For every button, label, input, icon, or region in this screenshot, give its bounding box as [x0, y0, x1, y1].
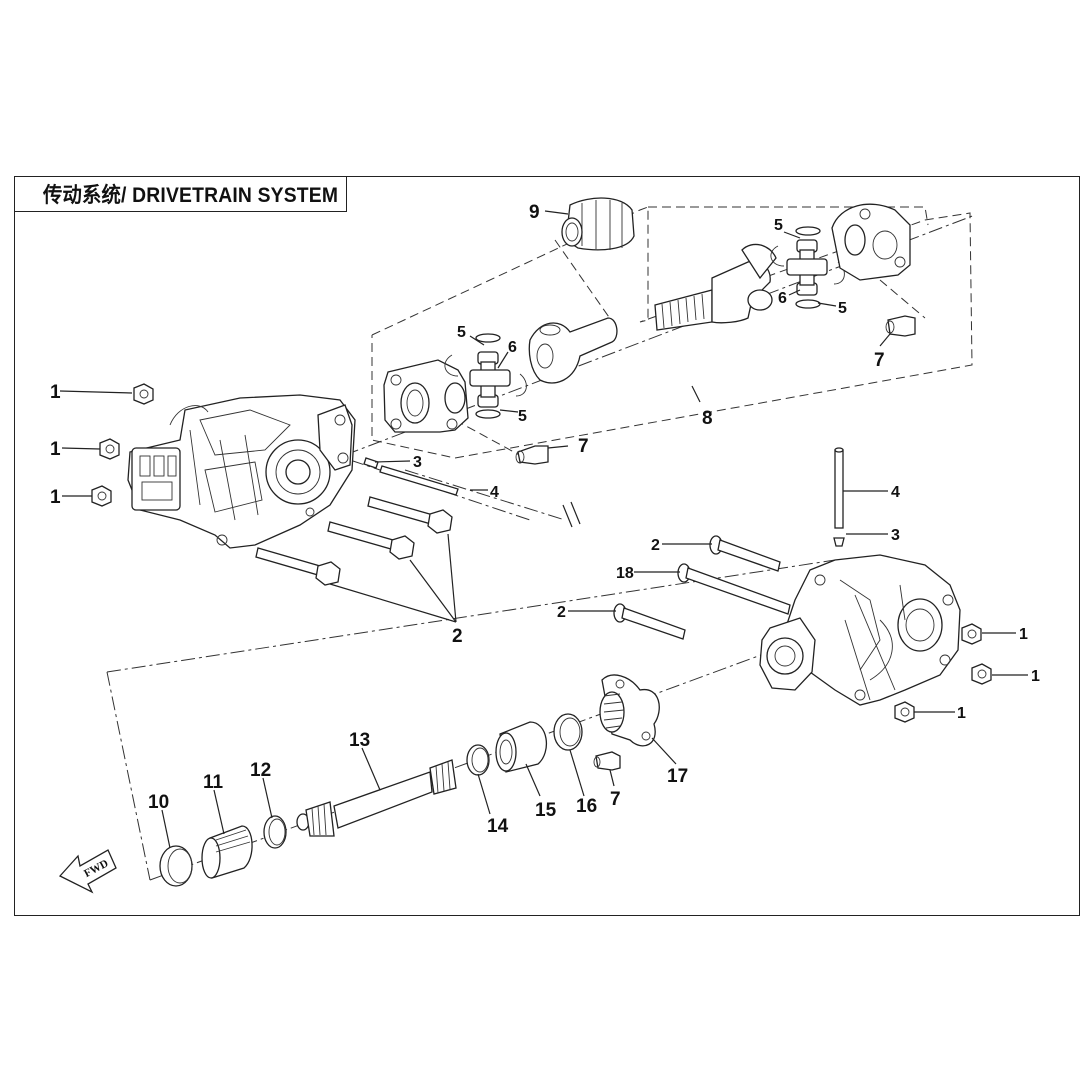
ring-14 [466, 744, 490, 776]
boot-9 [561, 197, 635, 251]
nut-1-low [91, 485, 112, 507]
callout-7-rear: 7 [874, 350, 885, 371]
front-diff-nuts [91, 383, 154, 507]
callout-5-front-low: 5 [518, 408, 527, 425]
front-differential-housing [127, 394, 356, 549]
leader-lines [59, 210, 1028, 849]
fwd-direction-arrow: FWD [58, 849, 117, 894]
title-box: 传动系统/ DRIVETRAIN SYSTEM [14, 176, 347, 212]
rear-diff-nuts [894, 623, 992, 723]
callout-5-rear-top: 5 [774, 217, 783, 234]
propshaft-assembly-envelope [371, 206, 973, 459]
callout-8: 8 [702, 408, 713, 429]
callout-6-front: 6 [508, 339, 517, 356]
callout-2-rear-top: 2 [651, 537, 660, 554]
rear-propshaft [654, 243, 777, 331]
callout-1-rear-low: 1 [957, 705, 966, 722]
flange-bolt-upper [885, 315, 916, 337]
rear-pin-and-clip [833, 447, 845, 547]
callout-11: 11 [203, 772, 224, 793]
front-diff-bolts [255, 496, 453, 586]
callout-15: 15 [535, 800, 557, 821]
callout-1-rear-mid: 1 [1031, 668, 1040, 685]
bushing-15 [495, 721, 548, 773]
ring-16 [553, 713, 583, 751]
nut-1-r-mid [971, 663, 992, 685]
sleeve-11 [201, 825, 253, 879]
flange-17 [599, 674, 660, 747]
callout-9: 9 [529, 202, 540, 223]
rear-flange [831, 203, 911, 281]
callout-7-mid: 7 [610, 789, 621, 810]
callout-1-front-low: 1 [50, 487, 61, 508]
nut-1-r-low [894, 701, 915, 723]
nut-1-top [133, 383, 154, 405]
front-flange-yoke [383, 359, 469, 433]
rear-diff-bolts [613, 535, 791, 640]
callout-13: 13 [349, 730, 370, 751]
rear-differential-housing [759, 554, 961, 706]
front-u-joint-cross [444, 333, 527, 419]
diagram-frame [14, 176, 1080, 916]
callout-17: 17 [667, 766, 688, 787]
nut-1-mid [99, 438, 120, 460]
diagram-title: 传动系统/ DRIVETRAIN SYSTEM [43, 184, 339, 207]
callout-numbers: 1 1 1 2 3 4 5 6 5 7 8 9 5 6 5 7 2 18 2 4… [50, 202, 1040, 837]
flange-bolt-mid [593, 751, 621, 771]
callout-5-front-top: 5 [457, 324, 466, 341]
callout-2-front: 2 [452, 626, 463, 647]
callout-6-rear: 6 [778, 290, 787, 307]
front-pin-and-clip [363, 457, 459, 496]
callout-1-rear-top: 1 [1019, 626, 1028, 643]
ring-12 [263, 815, 287, 849]
shaft-break-mark [562, 501, 581, 528]
nut-1-r-top [961, 623, 982, 645]
callout-4-front: 4 [490, 484, 499, 501]
splined-shaft-13 [296, 759, 457, 837]
callout-14: 14 [487, 816, 509, 837]
callout-5-rear-low: 5 [838, 300, 847, 317]
callout-1-front-mid: 1 [50, 439, 61, 460]
flange-bolt-lower [515, 445, 549, 465]
callout-1-front-top: 1 [50, 382, 61, 403]
callout-10: 10 [148, 792, 169, 813]
callout-3-front: 3 [413, 454, 422, 471]
callout-2-rear-low: 2 [557, 604, 566, 621]
rear-u-joint-cross [770, 226, 845, 309]
callout-12: 12 [250, 760, 271, 781]
callout-3-rear: 3 [891, 527, 900, 544]
front-slip-yoke [528, 317, 618, 384]
callout-7-front: 7 [578, 436, 589, 457]
callout-4-rear: 4 [891, 484, 900, 501]
callout-16: 16 [576, 796, 597, 817]
ring-10 [159, 845, 193, 887]
callout-18: 18 [616, 565, 634, 582]
